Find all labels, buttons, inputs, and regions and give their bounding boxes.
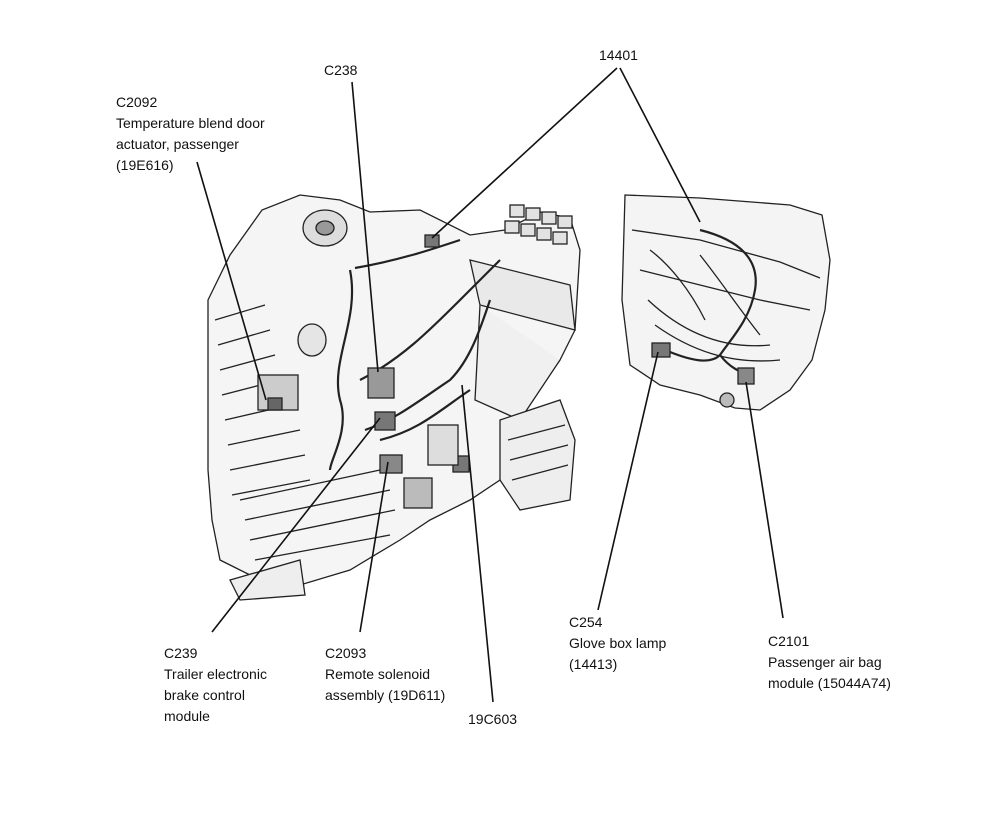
callout-code: 19C603 <box>468 711 518 727</box>
callout-desc-line: Trailer electronic <box>164 666 267 682</box>
glove-box-assembly-illustration <box>621 194 831 411</box>
callout-code: C238 <box>324 62 358 78</box>
leader-c254 <box>597 351 659 611</box>
leader-c2101 <box>745 381 784 619</box>
callout-code: C254 <box>569 614 603 630</box>
leader-c239 <box>211 417 381 633</box>
leader-c238 <box>351 81 379 373</box>
callout-desc-line: module <box>164 708 210 724</box>
leader-19c603 <box>461 384 494 703</box>
callout-code: C2092 <box>116 94 158 110</box>
leader-14401-left <box>431 67 618 239</box>
callout-c2092: C2092 Temperature blend door actuator, p… <box>116 92 265 176</box>
main-hvac-assembly-illustration <box>207 194 581 601</box>
callout-code: C2101 <box>768 633 810 649</box>
callout-c2101: C2101 Passenger air bag module (15044A74… <box>768 631 891 694</box>
callout-desc-line: Remote solenoid <box>325 666 431 682</box>
leader-c2092 <box>196 161 267 401</box>
callout-desc-line: Passenger air bag <box>768 654 882 670</box>
callout-code: 14401 <box>599 47 638 63</box>
callout-code: C2093 <box>325 645 367 661</box>
callout-desc-line: brake control <box>164 687 245 703</box>
callout-19c603: 19C603 <box>468 709 517 730</box>
callout-code: C239 <box>164 645 198 661</box>
callout-c2093: C2093 Remote solenoid assembly (19D611) <box>325 643 445 706</box>
callout-c254: C254 Glove box lamp (14413) <box>569 612 666 675</box>
callout-14401: 14401 <box>599 45 638 66</box>
leader-lines <box>196 67 784 703</box>
leader-14401-right <box>619 67 701 223</box>
callout-desc-line: actuator, passenger <box>116 136 239 152</box>
callout-c238: C238 <box>324 60 357 81</box>
callout-desc-line: (14413) <box>569 656 618 672</box>
callout-desc-line: (19E616) <box>116 157 174 173</box>
callout-c239: C239 Trailer electronic brake control mo… <box>164 643 267 727</box>
callout-desc-line: Glove box lamp <box>569 635 667 651</box>
leader-c2093 <box>359 461 389 633</box>
callout-desc-line: Temperature blend door <box>116 115 265 131</box>
callout-desc-line: assembly (19D611) <box>325 687 446 703</box>
callout-desc-line: module (15044A74) <box>768 675 891 691</box>
